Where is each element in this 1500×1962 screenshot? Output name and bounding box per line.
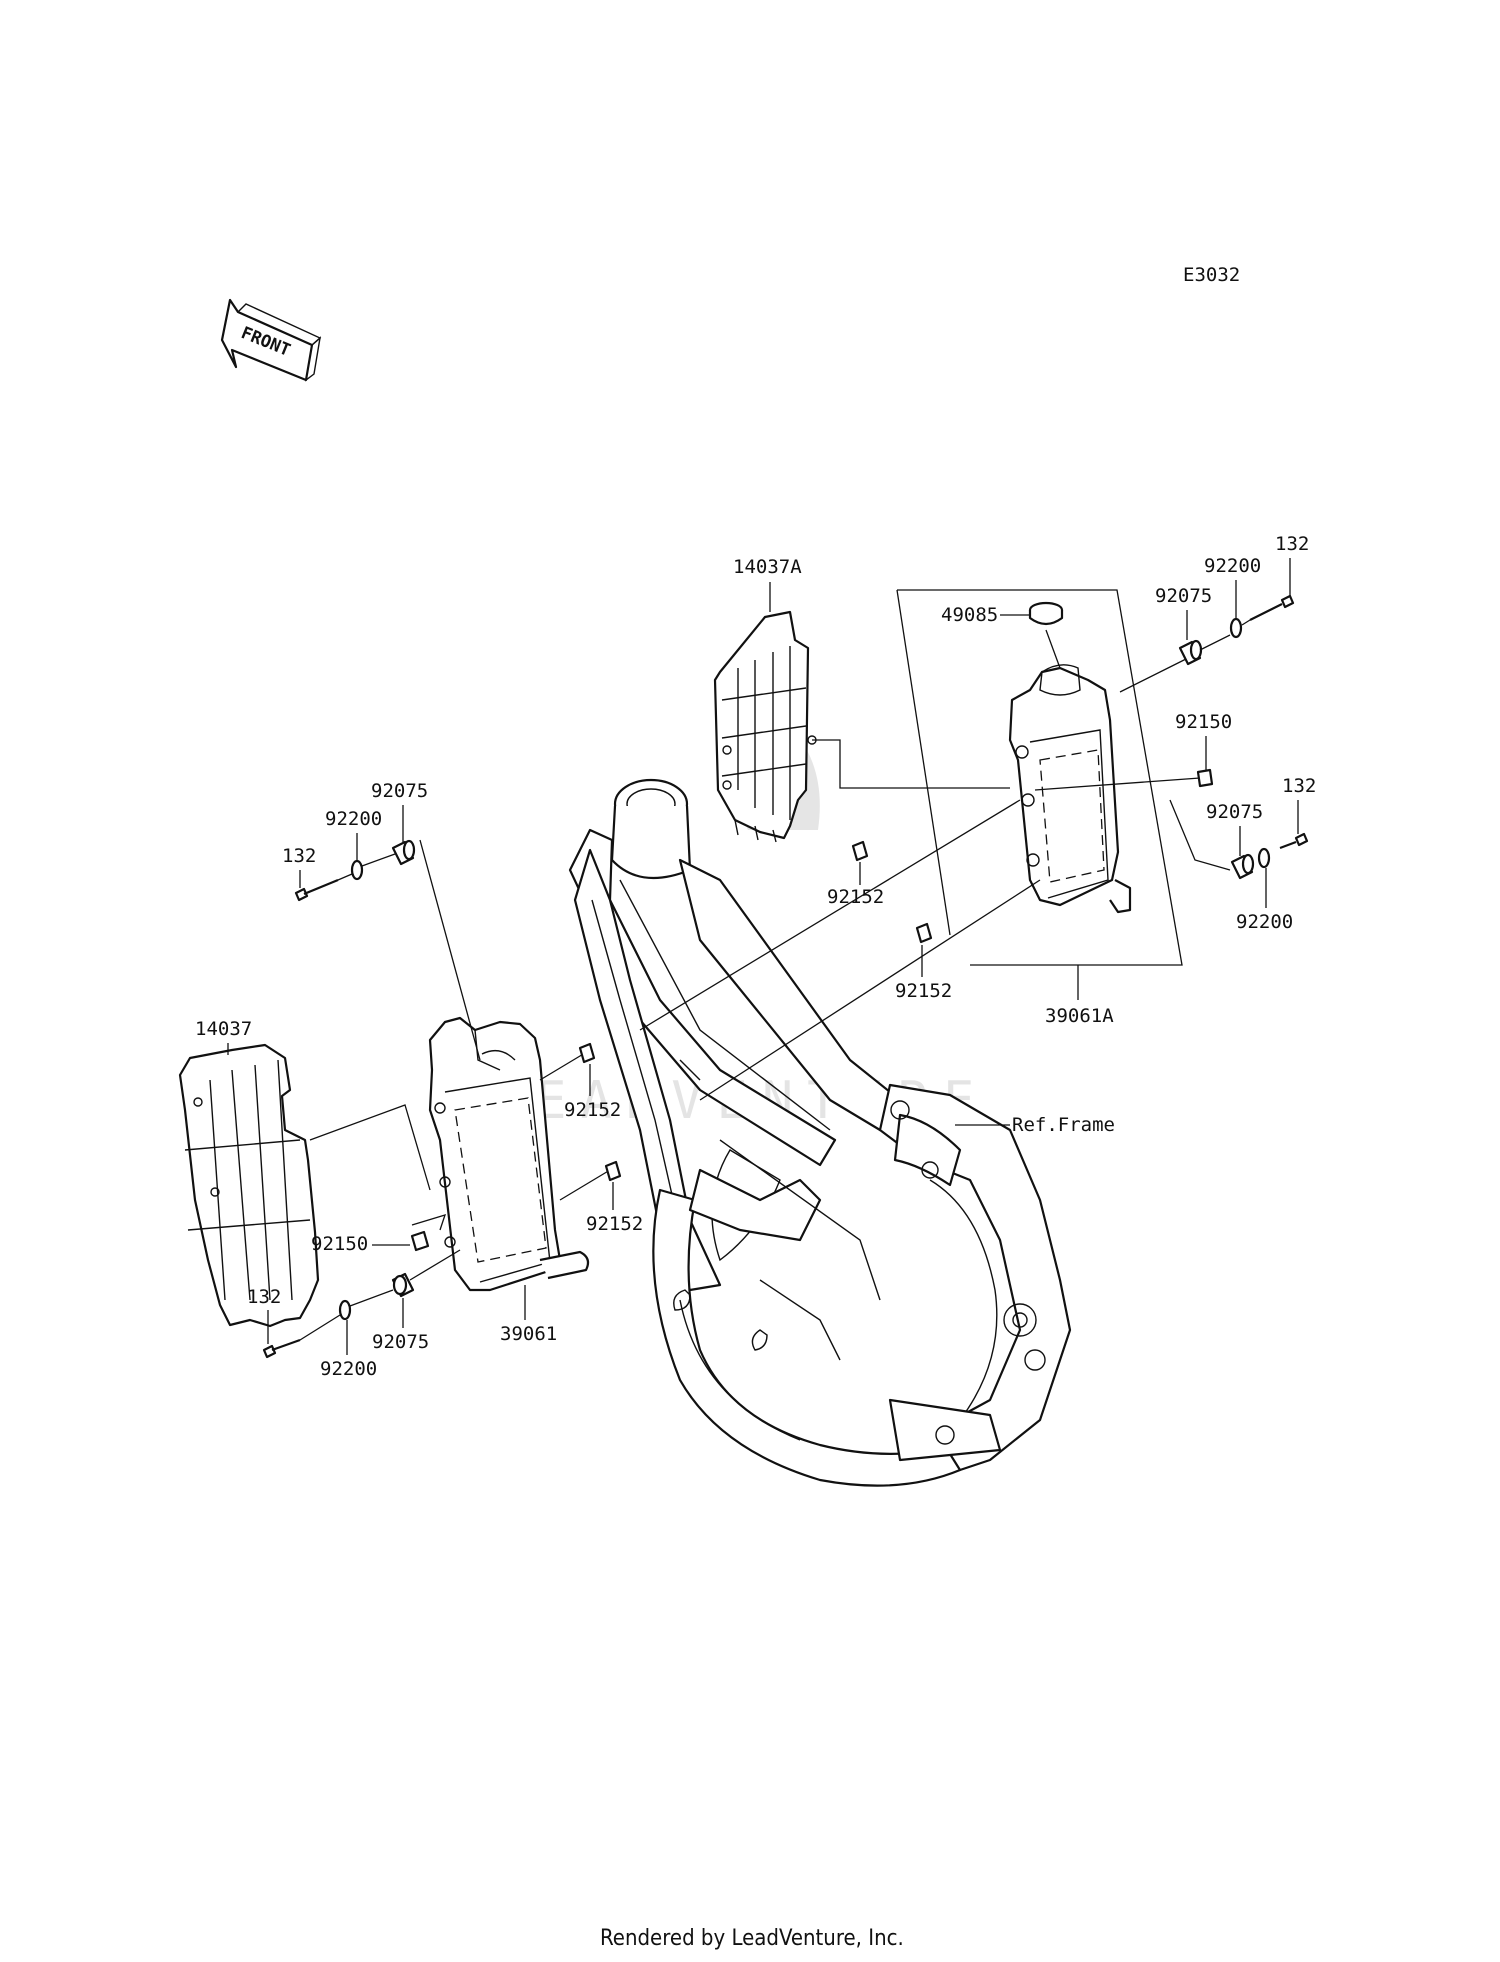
motorcycle-frame: [568, 778, 1072, 1487]
label-92200-r: 92200: [1236, 911, 1293, 933]
label-39061A: 39061A: [1045, 1005, 1114, 1027]
label-92200-bl: 92200: [320, 1358, 377, 1380]
radiator-right: [1008, 664, 1132, 914]
collar: [851, 840, 869, 862]
diagram-code: E3032: [1183, 264, 1240, 286]
leader-92150-l-mount: [411, 1214, 447, 1231]
radiator-shroud-left: [178, 1043, 320, 1328]
collar: [604, 1160, 622, 1182]
label-92075-tl: 92075: [371, 780, 428, 802]
bolt: [1196, 768, 1214, 788]
label-14037: 14037: [195, 1018, 252, 1040]
reference-frame-label: Ref.Frame: [1012, 1114, 1115, 1136]
label-14037A: 14037A: [733, 556, 802, 578]
footer-credit: Rendered by LeadVenture, Inc.: [600, 1926, 904, 1951]
axis-left-top: [419, 839, 481, 1061]
washer: [1257, 847, 1271, 869]
grommet: [391, 839, 416, 866]
washer: [338, 1299, 352, 1321]
axis-right-top: [1119, 655, 1193, 693]
washer: [350, 859, 364, 881]
label-49085: 49085: [941, 604, 998, 626]
bracket-39061A: [897, 589, 1183, 966]
bracket-39061A-inner: [896, 589, 951, 936]
washer: [1229, 617, 1243, 639]
label-132-tl: 132: [282, 845, 316, 867]
grommet: [391, 1272, 415, 1298]
axis-left-top-2: [337, 853, 396, 881]
radiator-cap: [1028, 601, 1064, 626]
axis-left-bottom: [409, 1249, 461, 1281]
label-39061: 39061: [500, 1323, 557, 1345]
bolt: [1249, 594, 1295, 621]
label-132-bl: 132: [247, 1286, 281, 1308]
label-92075-r: 92075: [1206, 801, 1263, 823]
axis-92152-c1: [639, 799, 1021, 1031]
label-92152-l2: 92152: [586, 1213, 643, 1235]
collar: [578, 1042, 596, 1064]
front-direction-arrow-icon: FRONT: [220, 298, 322, 382]
leader-shroud-right-mount: [812, 739, 1010, 789]
bolt: [294, 878, 339, 902]
collar: [915, 922, 933, 944]
leader-cap-neck: [1045, 629, 1061, 669]
label-92150-l: 92150: [311, 1233, 368, 1255]
bolt: [410, 1230, 430, 1252]
label-92075-bl: 92075: [372, 1331, 429, 1353]
label-92200-tr: 92200: [1204, 555, 1261, 577]
grommet: [1178, 639, 1203, 666]
bolt: [1279, 832, 1309, 850]
label-92150-r: 92150: [1175, 711, 1232, 733]
radiator-shroud-right: [713, 610, 817, 843]
radiator-left: [428, 1016, 590, 1292]
grommet: [1230, 853, 1255, 880]
label-92200-tl: 92200: [325, 808, 382, 830]
label-92075-tr: 92075: [1155, 585, 1212, 607]
label-92152-c2: 92152: [895, 980, 952, 1002]
label-132-r: 132: [1282, 775, 1316, 797]
bolt: [262, 1338, 301, 1359]
axis-right-top-2: [1199, 619, 1251, 651]
label-92152-l1: 92152: [564, 1099, 621, 1121]
label-132-tr: 132: [1275, 533, 1309, 555]
leader-shroud-left-mount: [309, 1104, 431, 1191]
axis-92152-c2: [699, 879, 1041, 1101]
axis-92150-r: [1034, 777, 1201, 791]
axis-92152-l2: [559, 1169, 611, 1201]
axis-left-bottom-2: [299, 1289, 394, 1341]
label-92152-c1: 92152: [827, 886, 884, 908]
axis-right-bottom: [1169, 799, 1231, 871]
